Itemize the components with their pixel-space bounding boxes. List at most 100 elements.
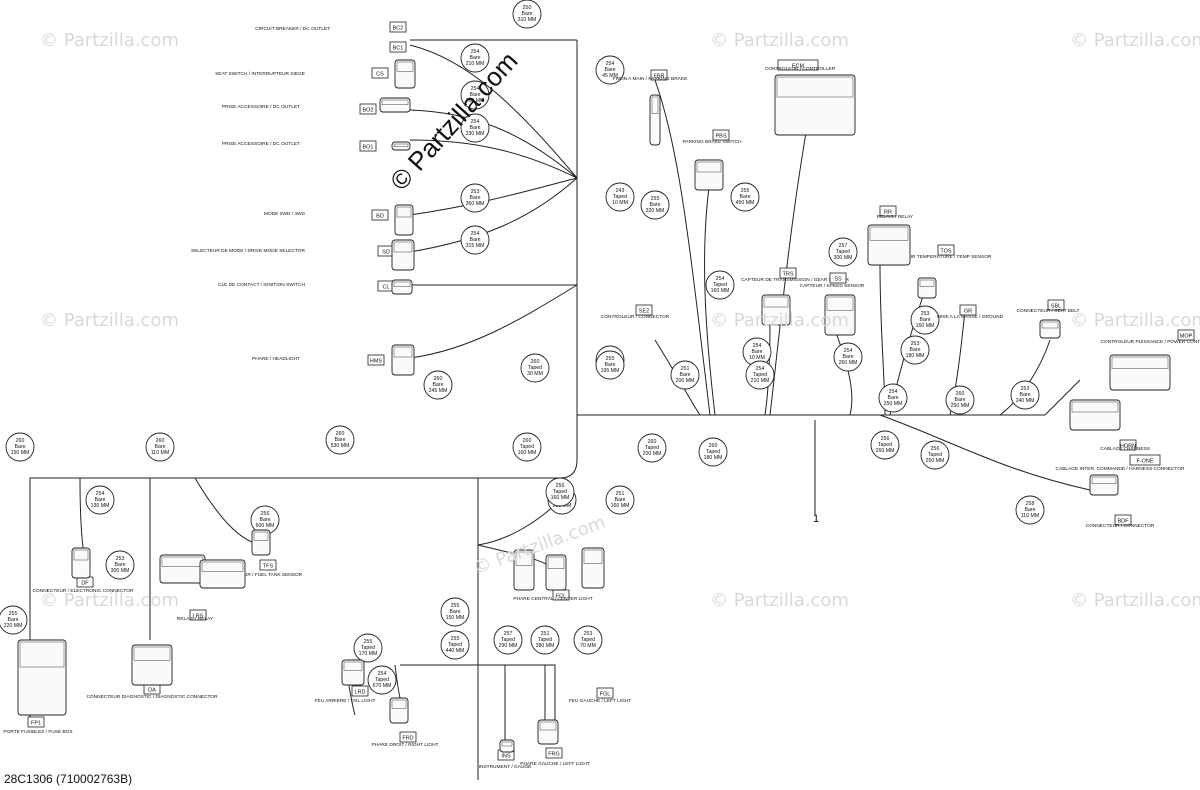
bubble-circle — [900, 335, 930, 365]
connector-detail — [201, 561, 244, 572]
connector-body — [513, 549, 535, 591]
bubble-circle — [530, 625, 560, 655]
bubble-text: 255 — [651, 196, 660, 202]
bubble-circle — [920, 440, 950, 470]
bubble-text: 254 — [889, 389, 898, 395]
bubble-text: 150 MM — [11, 450, 30, 456]
bubble-text: Bare — [920, 317, 931, 323]
bubble-text: Bare — [615, 497, 626, 503]
connector-code-box — [650, 69, 668, 81]
connector-label: PHARE CENTRAL / CENTER LIGHT — [513, 596, 592, 602]
bubble-text: 195 MM — [601, 368, 620, 374]
bubble-text: Taped — [528, 365, 542, 371]
connector-code-box — [189, 609, 207, 621]
bubble-text: Bare — [115, 562, 126, 568]
bubble-text: 250 MM — [951, 403, 970, 409]
bubble-text: 260 — [156, 438, 165, 444]
bubble-text: 254 — [606, 61, 615, 67]
bubble-text: 254 — [471, 49, 480, 55]
connector-detail — [381, 99, 409, 105]
bubble-text: Taped — [581, 637, 595, 643]
bubble-circle — [573, 625, 603, 655]
bubble-circle — [460, 80, 490, 110]
connector-detail — [651, 96, 659, 114]
bubble-text: Bare — [470, 125, 481, 131]
connector-label: PRISE ACCESSOIRE / DC OUTLET — [222, 141, 300, 147]
connector-detail — [253, 531, 269, 541]
bubble-text: 251 — [541, 631, 550, 637]
bubble-text: 240 MM — [1016, 398, 1035, 404]
bubble-text: Bare — [450, 609, 461, 615]
connector-code: FRG — [548, 752, 560, 758]
connector-code-box — [545, 747, 563, 759]
connector-label: CLE DE CONTACT / IGNITION SWITCH — [218, 282, 306, 288]
bubble-circle — [460, 43, 490, 73]
connector-body — [917, 277, 937, 299]
bubble-circle — [353, 633, 383, 663]
bubble-text: Taped — [613, 194, 627, 200]
connector-label: PRISE ACCESSOIRE / DC OUTLET — [222, 104, 300, 110]
connector-code: GR — [964, 309, 972, 315]
connector-code: PBS — [715, 134, 726, 140]
bubble-text: 253 — [1021, 386, 1030, 392]
bubble-text: Taped — [375, 677, 389, 683]
bubble-circle — [460, 113, 490, 143]
connector-label: CAPTEUR TEMPERATURE / TEMP SENSOR — [893, 254, 992, 260]
bubble-text: 450 MM — [736, 200, 755, 206]
bubble-text: Bare — [15, 444, 26, 450]
connector-label: CAPTEUR / FUEL TANK SENSOR — [228, 572, 303, 578]
connector-label: CONNECTEUR / CONNECTOR — [1086, 523, 1155, 529]
connector-label: CONTROLEUR / CONTROLLER — [765, 66, 836, 72]
bubble-text: 70 MM — [580, 643, 596, 649]
bubble-text: Taped — [448, 642, 462, 648]
connector-body — [545, 554, 567, 591]
connector-code-box — [371, 67, 389, 79]
connector-code: TFS — [263, 564, 274, 570]
connector-label: FEU ARRIERE / TAIL LIGHT — [315, 698, 376, 704]
connector-code: SS — [834, 277, 842, 283]
connector-detail — [343, 661, 363, 671]
bubble-circle — [595, 55, 625, 85]
bubble-text: Bare — [260, 517, 271, 523]
connector-detail — [776, 76, 854, 98]
bubble-text: Bare — [843, 354, 854, 360]
bubble-text: 256 — [556, 483, 565, 489]
bubble-text: 160 MM — [711, 288, 730, 294]
bubble-text: 160 MM — [551, 495, 570, 501]
bubble-circle — [637, 433, 667, 463]
connector-code-box — [351, 685, 369, 697]
connector-body — [391, 279, 413, 295]
bubble-text: 256 — [931, 446, 940, 452]
connector-code-box — [1129, 454, 1161, 466]
connector-code: HORN — [1120, 444, 1136, 450]
connector-code-box — [779, 267, 797, 279]
bubble-text: 254 — [96, 491, 105, 497]
connector-detail — [393, 346, 413, 358]
bubble-circle — [145, 432, 175, 462]
bubble-text: 256 — [261, 511, 270, 517]
bubble-text: 670 MM — [373, 683, 392, 689]
bubble-text: 110 MM — [1021, 513, 1039, 519]
bubble-text: Bare — [888, 395, 899, 401]
bubble-text: Taped — [645, 445, 659, 451]
